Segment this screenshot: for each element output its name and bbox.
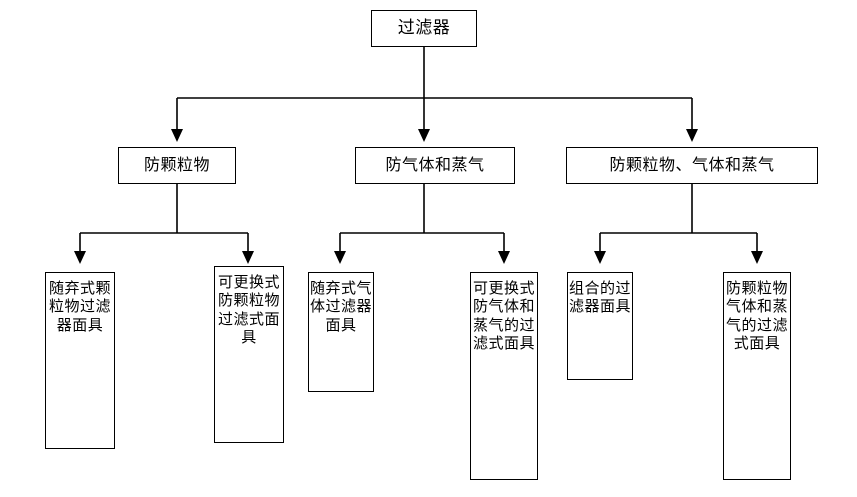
node-level2-particulate: 防颗粒物 bbox=[118, 147, 236, 184]
node-leaf-replaceable-particulate: 可更换式防颗粒物过滤式面具 bbox=[214, 266, 284, 443]
node-root: 过滤器 bbox=[371, 10, 477, 47]
node-leaf-disposable-gas: 随弃式气体过滤器面具 bbox=[308, 272, 374, 392]
arrow-l2-1 bbox=[171, 129, 183, 142]
arrow-leaf-2 bbox=[242, 251, 254, 264]
arrow-l2-2 bbox=[418, 129, 430, 142]
node-leaf-disposable-particulate: 随弃式颗粒物过滤器面具 bbox=[45, 272, 115, 449]
node-level2-gas-vapour: 防气体和蒸气 bbox=[355, 147, 515, 184]
node-leaf-disposable-particulate-label: 随弃式颗粒物过滤器面具 bbox=[48, 279, 111, 334]
node-root-label: 过滤器 bbox=[397, 18, 451, 39]
node-leaf-replaceable-gas-vapour: 可更换式防气体和蒸气的过滤式面具 bbox=[470, 272, 538, 480]
node-leaf-replaceable-particulate-label: 可更换式防颗粒物过滤式面具 bbox=[217, 273, 280, 346]
node-leaf-combined-filter-label: 组合的过滤器面具 bbox=[568, 279, 631, 316]
node-level2-combined-label: 防颗粒物、气体和蒸气 bbox=[609, 155, 775, 175]
node-level2-combined: 防颗粒物、气体和蒸气 bbox=[566, 147, 818, 184]
arrow-leaf-4 bbox=[498, 251, 510, 264]
node-leaf-particulate-gas-vapour-label: 防颗粒物气体和蒸气的过滤式面具 bbox=[725, 279, 788, 352]
node-level2-particulate-label: 防颗粒物 bbox=[143, 155, 210, 175]
node-leaf-disposable-gas-label: 随弃式气体过滤器面具 bbox=[309, 279, 372, 334]
arrow-l2-3 bbox=[686, 129, 698, 142]
arrow-leaf-6 bbox=[751, 251, 763, 264]
node-leaf-combined-filter: 组合的过滤器面具 bbox=[567, 272, 633, 380]
arrow-leaf-3 bbox=[334, 251, 346, 264]
node-leaf-replaceable-gas-vapour-label: 可更换式防气体和蒸气的过滤式面具 bbox=[472, 279, 535, 352]
node-leaf-particulate-gas-vapour: 防颗粒物气体和蒸气的过滤式面具 bbox=[723, 272, 791, 480]
arrow-leaf-5 bbox=[594, 251, 606, 264]
arrow-leaf-1 bbox=[74, 251, 86, 264]
node-level2-gas-vapour-label: 防气体和蒸气 bbox=[385, 155, 485, 175]
